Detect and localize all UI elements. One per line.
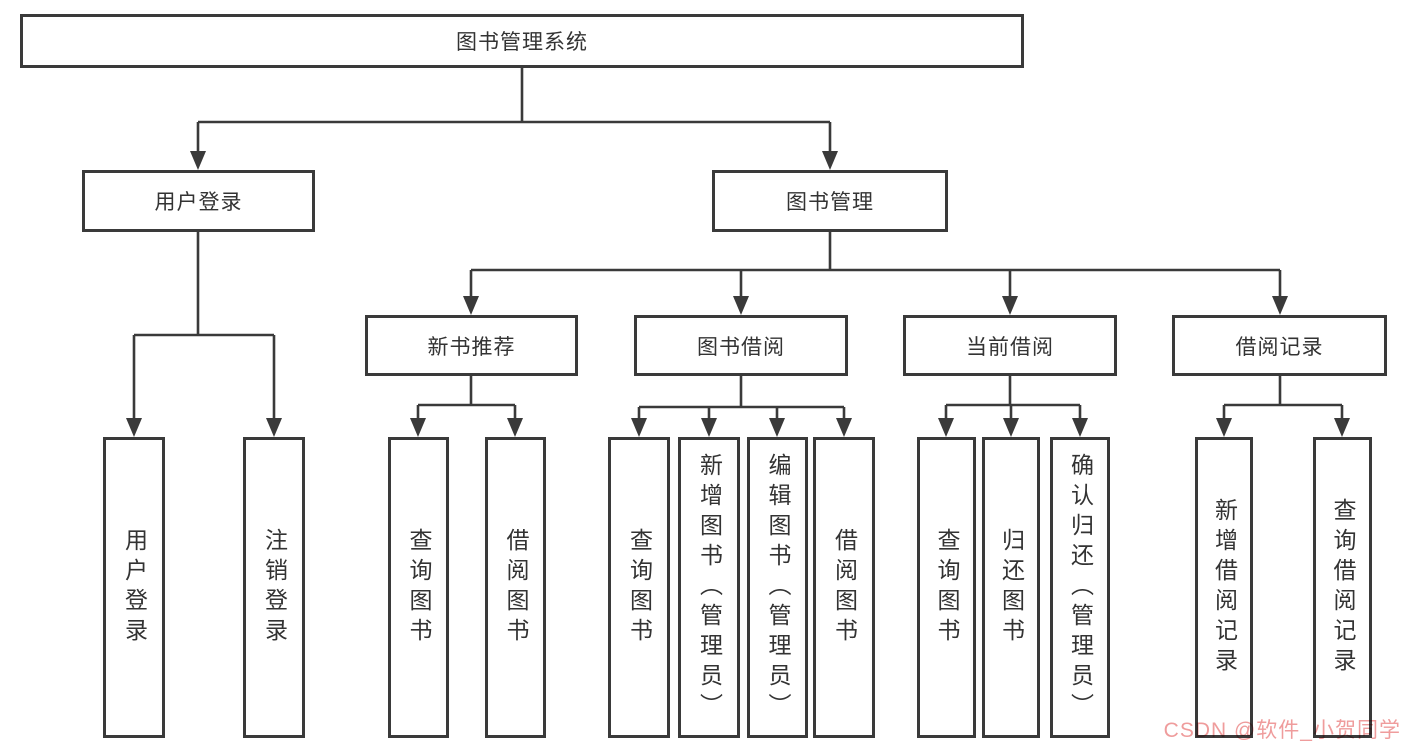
arrowhead [631,418,647,437]
node-borrow-records-label: 借阅记录 [1235,335,1324,359]
leaf-logout-label: 注销登录 [261,527,288,648]
node-borrow-records: 借阅记录 [1172,315,1387,376]
leaf-borrow-query-books: 查询图书 [608,437,670,738]
leaf-borrow-borrow-books: 借阅图书 [813,437,875,738]
leaf-borrow-add-books-admin-label: 新增图书（管理员） [696,452,723,723]
connector-bookmgmt-to-level3 [469,232,1282,297]
leaf-current-query-books: 查询图书 [917,437,976,738]
leaf-current-return-books-label: 归还图书 [998,527,1025,648]
connector-current-to-leaves [944,376,1082,419]
leaf-current-confirm-return-admin: 确认归还（管理员） [1050,437,1110,738]
node-user-login: 用户登录 [82,170,315,232]
node-book-management-label: 图书管理 [786,191,874,214]
leaf-recommend-borrow-books-label: 借阅图书 [503,527,529,648]
leaf-records-query-record-label: 查询借阅记录 [1330,497,1356,678]
leaf-records-add-record: 新增借阅记录 [1195,437,1253,738]
node-current-borrow-label: 当前借阅 [966,335,1054,359]
node-user-login-label: 用户登录 [154,191,243,214]
arrowhead [1072,418,1088,437]
leaf-user-login-label: 用户登录 [121,527,148,648]
leaf-current-query-books-label: 查询图书 [934,527,960,648]
leaf-logout: 注销登录 [243,437,305,738]
arrowhead [266,418,282,437]
leaf-records-query-record: 查询借阅记录 [1313,437,1372,738]
arrowhead [1003,418,1019,437]
arrowhead [463,296,479,315]
leaf-recommend-query-books: 查询图书 [388,437,449,738]
arrowhead [1216,418,1232,437]
connector-borrow-to-leaves [637,376,846,419]
node-book-management: 图书管理 [712,170,948,232]
leaf-current-confirm-return-admin-label: 确认归还（管理员） [1067,452,1094,723]
leaf-recommend-borrow-books: 借阅图书 [485,437,546,738]
connector-records-to-leaves [1222,376,1344,419]
node-book-borrow-label: 图书借阅 [697,335,785,359]
node-root: 图书管理系统 [20,14,1024,68]
arrowhead [507,418,523,437]
arrowhead [190,151,206,170]
leaf-borrow-borrow-books-label: 借阅图书 [831,527,858,648]
leaf-borrow-edit-books-admin: 编辑图书（管理员） [747,437,808,738]
node-new-book-recommend-label: 新书推荐 [427,335,516,359]
leaf-borrow-edit-books-admin-label: 编辑图书（管理员） [765,452,791,723]
connector-root-to-level2 [196,68,832,153]
arrowhead [701,418,717,437]
arrowhead [938,418,954,437]
node-new-book-recommend: 新书推荐 [365,315,578,376]
leaf-user-login: 用户登录 [103,437,165,738]
arrowhead [1272,296,1288,315]
connector-userlogin-to-leaves [132,232,276,419]
leaf-current-return-books: 归还图书 [982,437,1040,738]
node-book-borrow: 图书借阅 [634,315,848,376]
arrowhead [733,296,749,315]
leaf-records-add-record-label: 新增借阅记录 [1211,497,1238,678]
connector-recommend-to-leaves [416,376,517,419]
arrowhead [126,418,142,437]
arrowhead [1334,418,1350,437]
arrowhead [410,418,426,437]
node-root-label: 图书管理系统 [456,31,588,54]
arrowhead [836,418,852,437]
arrowhead [769,418,785,437]
leaf-borrow-add-books-admin: 新增图书（管理员） [678,437,740,738]
arrowhead [822,151,838,170]
leaf-borrow-query-books-label: 查询图书 [626,527,653,648]
leaf-recommend-query-books-label: 查询图书 [406,527,432,648]
arrowhead [1002,296,1018,315]
node-current-borrow: 当前借阅 [903,315,1117,376]
